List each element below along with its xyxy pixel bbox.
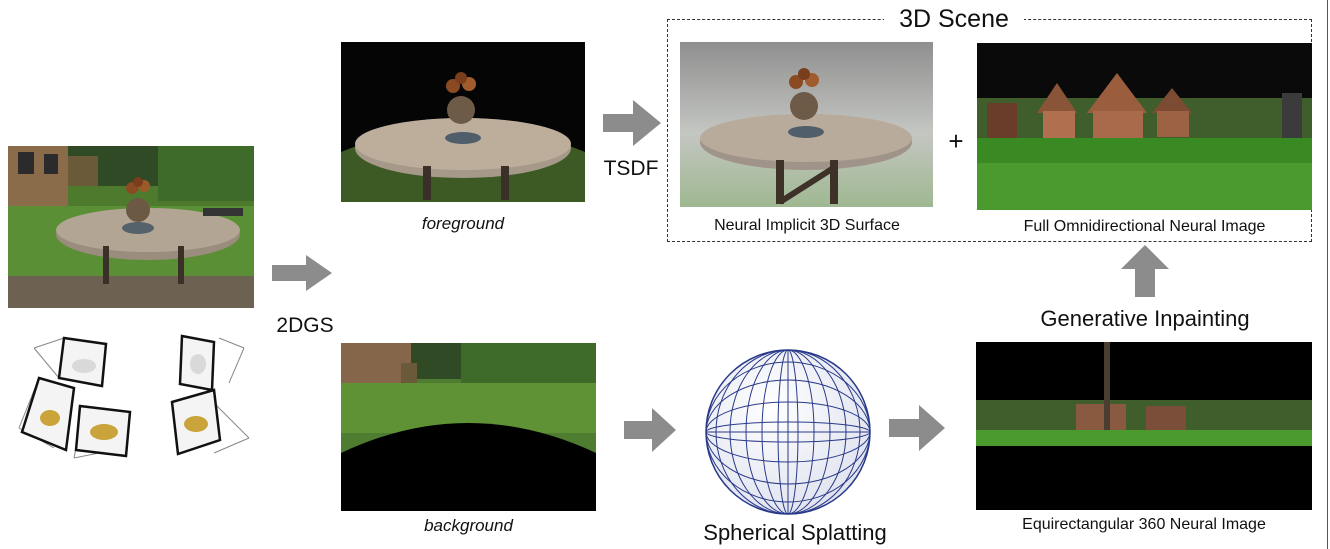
arrow-tsdf xyxy=(603,100,661,146)
arrow-2dgs xyxy=(272,255,332,291)
equirect-image xyxy=(976,342,1312,510)
label-equirect: Equirectangular 360 Neural Image xyxy=(1022,516,1266,533)
arrow-to-equirect xyxy=(889,405,945,451)
input-photo xyxy=(8,146,254,308)
right-edge-line xyxy=(1327,0,1328,549)
3d-scene-title: 3D Scene xyxy=(884,5,1024,34)
neural-surface-image xyxy=(680,42,933,207)
label-spherical-splatting: Spherical Splatting xyxy=(703,520,887,545)
sphere-wireframe-icon xyxy=(705,349,871,515)
label-generative-inpainting: Generative Inpainting xyxy=(1040,306,1250,331)
label-neural-surface: Neural Implicit 3D Surface xyxy=(714,217,900,234)
full-omni-image xyxy=(977,43,1312,210)
label-full-omni: Full Omnidirectional Neural Image xyxy=(1023,218,1266,235)
label-tsdf: TSDF xyxy=(603,157,659,180)
arrow-generative-inpainting xyxy=(1121,245,1169,297)
background-image xyxy=(341,343,596,511)
plus-sign: + xyxy=(948,126,964,156)
foreground-image xyxy=(341,42,585,202)
label-foreground: foreground xyxy=(421,214,505,233)
camera-frustums-illustration xyxy=(14,328,254,468)
label-background: background xyxy=(424,516,513,535)
label-2dgs: 2DGS xyxy=(276,314,334,337)
arrow-to-sphere xyxy=(624,408,676,452)
